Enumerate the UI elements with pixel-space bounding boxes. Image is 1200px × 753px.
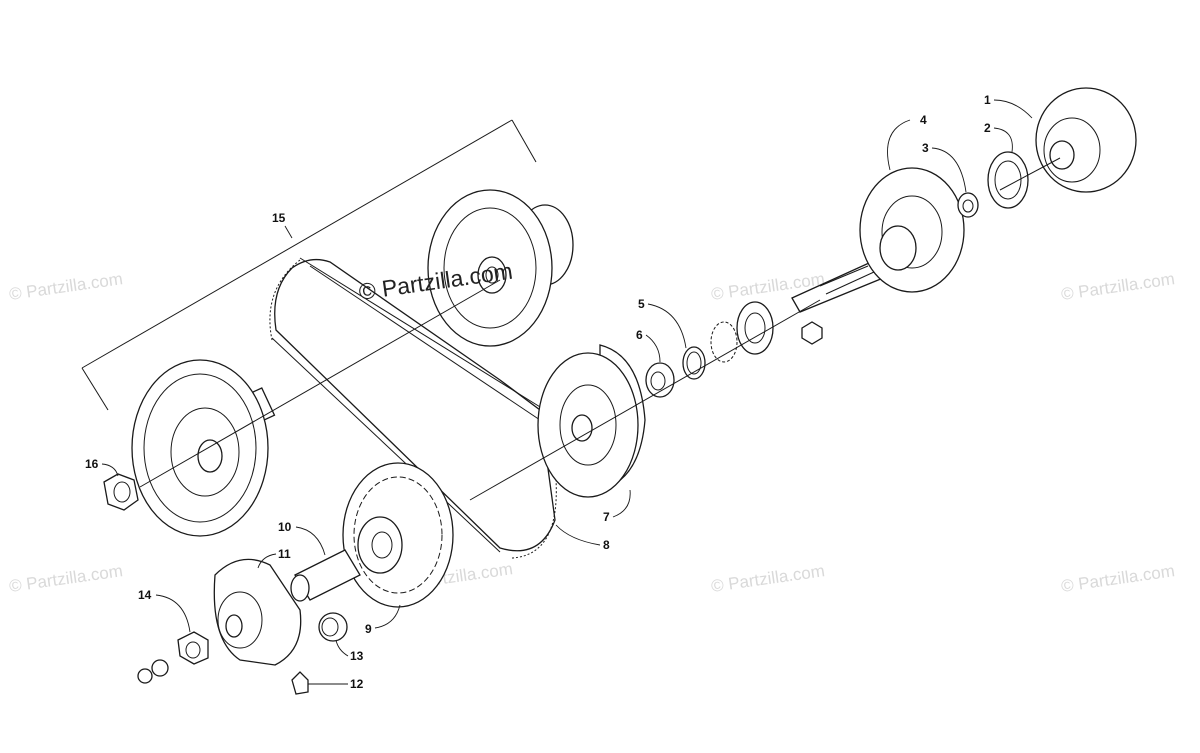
bracket-span bbox=[81, 119, 513, 369]
leader-2 bbox=[993, 127, 1013, 153]
callout-5: 5 bbox=[638, 297, 645, 311]
nut-16 bbox=[103, 473, 139, 511]
callout-8: 8 bbox=[603, 538, 610, 552]
callout-6: 6 bbox=[636, 328, 643, 342]
drive-belt bbox=[269, 257, 557, 559]
one-way-clutch-2 bbox=[987, 151, 1029, 209]
bearing-plate bbox=[736, 301, 774, 355]
leader-6 bbox=[645, 334, 661, 363]
bracket-right-leg bbox=[511, 119, 537, 163]
callout-11: 11 bbox=[278, 547, 291, 561]
snap-ring bbox=[710, 321, 738, 363]
callout-16: 16 bbox=[85, 457, 99, 471]
cover-11 bbox=[213, 558, 302, 666]
leader-15 bbox=[284, 225, 293, 239]
leader-7 bbox=[612, 489, 631, 518]
drive-clutch-left bbox=[131, 359, 276, 537]
leader-4 bbox=[887, 119, 911, 171]
callout-13: 13 bbox=[350, 649, 364, 663]
leader-10 bbox=[295, 526, 326, 556]
callout-10: 10 bbox=[278, 520, 292, 534]
driven-sheave-7 bbox=[537, 344, 646, 498]
driven-clutch-upper bbox=[427, 189, 574, 347]
callout-1: 1 bbox=[984, 93, 991, 107]
callout-15: 15 bbox=[272, 211, 286, 225]
callout-7: 7 bbox=[603, 510, 610, 524]
clutch-shoe-1 bbox=[1035, 87, 1137, 193]
ring-5 bbox=[682, 346, 706, 380]
callout-14: 14 bbox=[138, 588, 152, 602]
leader-14 bbox=[155, 594, 191, 633]
bracket-15 bbox=[81, 119, 537, 411]
bushing-3 bbox=[957, 192, 979, 218]
bearing-13 bbox=[318, 612, 348, 642]
leader-8 bbox=[555, 524, 601, 546]
leader-13 bbox=[335, 639, 349, 657]
callout-4: 4 bbox=[920, 113, 927, 127]
bracket-left-leg bbox=[81, 367, 109, 411]
bearing-6 bbox=[645, 362, 675, 398]
callouts: 1 2 3 4 5 6 7 8 9 10 11 12 13 14 15 16 bbox=[85, 93, 1033, 691]
axis-lines bbox=[139, 157, 1061, 501]
leader-11 bbox=[257, 553, 277, 569]
leader-16 bbox=[101, 463, 119, 477]
leader-1 bbox=[993, 99, 1033, 119]
leader-3 bbox=[931, 147, 967, 193]
sleeve-10 bbox=[290, 549, 361, 602]
watermark-text: © Partzilla.com bbox=[1060, 269, 1176, 304]
nut-14 bbox=[137, 631, 209, 684]
small-bolt bbox=[801, 321, 823, 345]
clutch-drum-4 bbox=[791, 167, 965, 313]
callout-3: 3 bbox=[922, 141, 929, 155]
leader-9 bbox=[374, 604, 401, 629]
leader-5 bbox=[647, 303, 687, 349]
watermark-text: © Partzilla.com bbox=[8, 269, 124, 304]
movable-face-9 bbox=[342, 462, 454, 608]
callout-9: 9 bbox=[365, 622, 372, 636]
slider-12 bbox=[291, 671, 309, 695]
watermark-text: © Partzilla.com bbox=[8, 561, 124, 596]
callout-12: 12 bbox=[350, 677, 364, 691]
watermark-text: © Partzilla.com bbox=[1060, 561, 1176, 596]
watermark-text: © Partzilla.com bbox=[710, 561, 826, 596]
callout-2: 2 bbox=[984, 121, 991, 135]
